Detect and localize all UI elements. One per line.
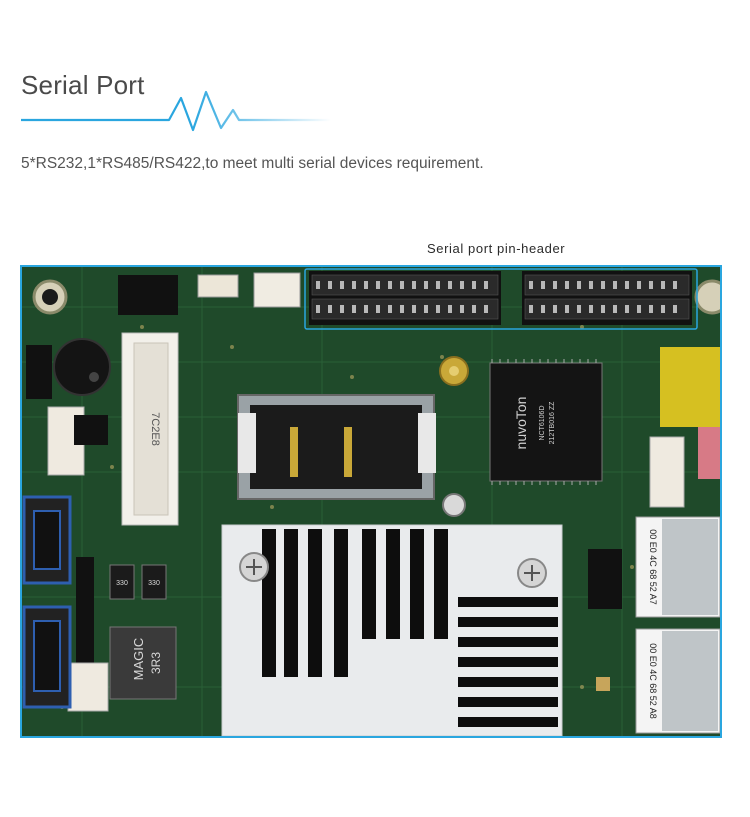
super-io-chip: nuvoTon NCT6106D 212TB016 ZZ — [489, 359, 603, 485]
svg-text:212TB016 ZZ: 212TB016 ZZ — [549, 401, 556, 445]
lan-module-1: 00 E0 4C 68 52 A7 — [635, 516, 720, 618]
svg-text:MAGIC: MAGIC — [131, 638, 146, 681]
svg-text:7C2E8: 7C2E8 — [149, 412, 161, 446]
mini-pcie-slot: 7C2E8 — [121, 332, 179, 526]
cap-label-2: 330 — [148, 580, 160, 587]
inductor-magic: MAGIC 3R3 — [109, 626, 177, 700]
mounting-hole — [694, 279, 720, 315]
svg-text:00 E0 4C 68 52 A8: 00 E0 4C 68 52 A8 — [648, 643, 658, 719]
section-description: 5*RS232,1*RS485/RS422,to meet multi seri… — [21, 155, 484, 172]
serial-pin-header-left — [309, 271, 501, 325]
board-photo: 330 330 MAGIC 3R3 7C2E8 — [20, 265, 722, 738]
section-title: Serial Port — [21, 70, 145, 100]
lan-module-2: 00 E0 4C 68 52 A8 — [635, 628, 720, 734]
pin-header-highlight-box — [304, 268, 698, 330]
pin-header-caption: Serial port pin-header — [427, 241, 566, 256]
pulse-line-icon — [21, 90, 331, 132]
cap-label-1: 330 — [116, 580, 128, 587]
sata-port — [22, 605, 72, 709]
svg-text:00 E0 4C 68 52 A7: 00 E0 4C 68 52 A7 — [648, 529, 658, 605]
buzzer — [53, 338, 111, 396]
svg-text:3R3: 3R3 — [149, 652, 163, 674]
svg-text:nuvoTon: nuvoTon — [513, 397, 529, 450]
sata-port — [22, 495, 72, 585]
svg-text:NCT6106D: NCT6106D — [539, 405, 546, 440]
serial-pin-header-right — [522, 271, 692, 325]
heatsink — [221, 524, 563, 736]
sim-card-holder — [237, 394, 436, 500]
